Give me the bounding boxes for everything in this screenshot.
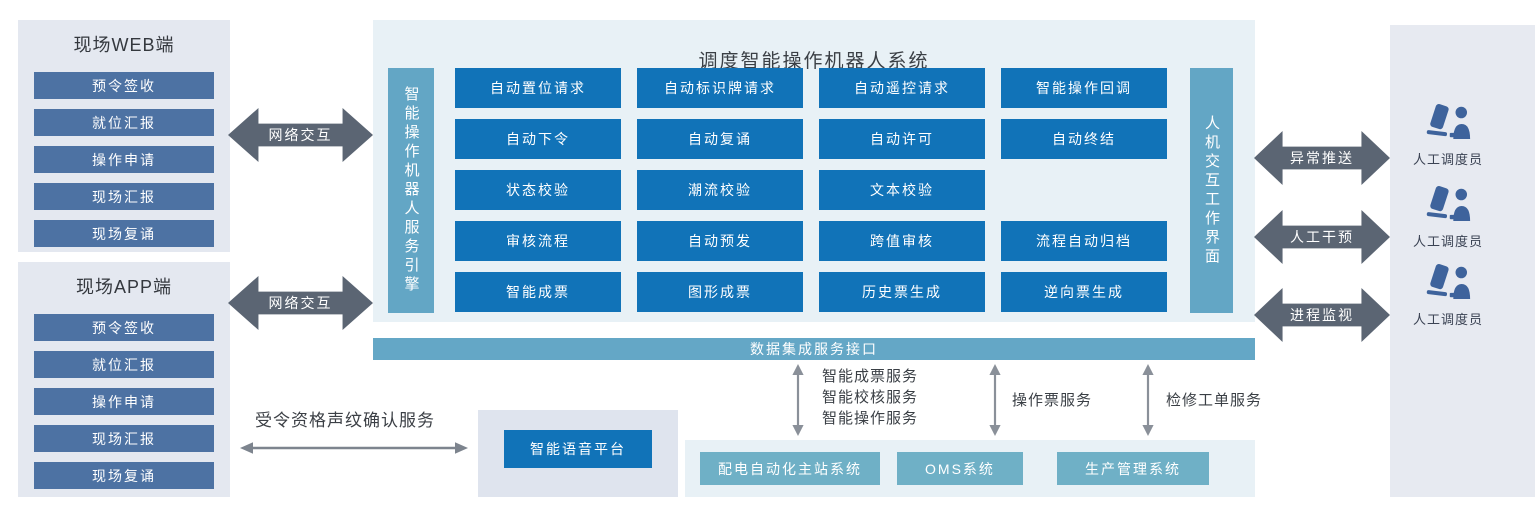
data-integration-bar: 数据集成服务接口: [373, 338, 1255, 360]
main-system-title: 调度智能操作机器人系统: [698, 51, 930, 72]
module-button: 文本校验: [819, 170, 985, 210]
field-web-item: 预令签收: [34, 72, 214, 99]
dispatcher-at-desk-icon: [1426, 263, 1471, 300]
field-web-item: 操作申请: [34, 146, 214, 173]
system-box: 配电自动化主站系统: [700, 452, 880, 485]
field-web-item: 现场复诵: [34, 220, 214, 247]
service-line: 智能操作服务: [822, 410, 919, 427]
external-systems-panel: 配电自动化主站系统 OMS系统 生产管理系统: [685, 440, 1255, 497]
module-button: 自动下令: [455, 119, 621, 159]
field-app-item: 现场复诵: [34, 462, 214, 489]
module-button: 历史票生成: [819, 272, 985, 312]
module-button: 逆向票生成: [1001, 272, 1167, 312]
system-box: OMS系统: [897, 452, 1023, 485]
module-button: 自动遥控请求: [819, 68, 985, 108]
network-arrow-web: 网络交互: [228, 108, 373, 162]
hmi-workspace-bar: 人机交互工作界面: [1190, 68, 1233, 313]
dispatcher-group: 人工调度员: [1393, 185, 1503, 250]
voice-platform-panel: 智能语音平台: [478, 410, 678, 497]
field-app-panel: 现场APP端 预令签收 就位汇报 操作申请 现场汇报 现场复诵: [18, 262, 230, 497]
field-web-panel: 现场WEB端 预令签收 就位汇报 操作申请 现场汇报 现场复诵: [18, 20, 230, 252]
module-button: 潮流校验: [637, 170, 803, 210]
process-monitor-arrow: 进程监视: [1254, 288, 1390, 342]
dispatcher-group: 人工调度员: [1393, 263, 1503, 328]
dispatcher-panel: [1390, 25, 1535, 497]
service-line: 智能成票服务: [822, 368, 919, 385]
module-button: 流程自动归档: [1001, 221, 1167, 261]
manual-intervention-label: 人工干预: [1290, 229, 1354, 245]
network-arrow-label: 网络交互: [268, 127, 333, 143]
field-app-title: 现场APP端: [75, 277, 173, 297]
field-app-item: 现场汇报: [34, 425, 214, 452]
voice-platform-box: 智能语音平台: [504, 430, 652, 468]
updown-arrow: [1142, 364, 1154, 436]
field-web-item: 现场汇报: [34, 183, 214, 210]
dispatcher-group: 人工调度员: [1393, 103, 1503, 168]
module-grid: 自动置位请求 自动标识牌请求 自动遥控请求 智能操作回调 自动下令 自动复诵 自…: [455, 68, 1167, 312]
dispatcher-label: 人工调度员: [1412, 234, 1483, 249]
voiceprint-service-label: 受令资格声纹确认服务: [255, 411, 435, 430]
exception-push-arrow: 异常推送: [1254, 131, 1390, 185]
module-button: 智能成票: [455, 272, 621, 312]
updown-arrow: [792, 364, 804, 436]
system-box: 生产管理系统: [1057, 452, 1209, 485]
updown-arrow: [989, 364, 1001, 436]
service-label-left: 智能成票服务 智能校核服务 智能操作服务: [822, 366, 918, 429]
service-label-right: 检修工单服务: [1166, 392, 1263, 409]
exception-push-label: 异常推送: [1290, 150, 1354, 166]
main-system-panel: 调度智能操作机器人系统 智能操作机器人服务引擎 自动置位请求 自动标识牌请求 自…: [373, 20, 1255, 322]
service-label-middle: 操作票服务: [1012, 392, 1093, 409]
empty-slot: [1001, 170, 1167, 210]
field-web-item: 就位汇报: [34, 109, 214, 136]
dispatcher-label: 人工调度员: [1412, 152, 1483, 167]
module-button: 审核流程: [455, 221, 621, 261]
dispatcher-at-desk-icon: [1426, 103, 1471, 140]
module-button: 自动许可: [819, 119, 985, 159]
leftright-arrow: [240, 442, 468, 454]
manual-intervention-arrow: 人工干预: [1254, 210, 1390, 264]
dispatcher-label: 人工调度员: [1412, 312, 1483, 327]
field-app-item: 操作申请: [34, 388, 214, 415]
module-button: 自动置位请求: [455, 68, 621, 108]
process-monitor-label: 进程监视: [1290, 307, 1354, 323]
field-web-title: 现场WEB端: [73, 35, 175, 55]
module-button: 自动预发: [637, 221, 803, 261]
module-button: 图形成票: [637, 272, 803, 312]
module-button: 自动标识牌请求: [637, 68, 803, 108]
module-button: 跨值审核: [819, 221, 985, 261]
network-arrow-label: 网络交互: [268, 295, 333, 311]
module-button: 自动终结: [1001, 119, 1167, 159]
service-engine-bar: 智能操作机器人服务引擎: [388, 68, 434, 313]
network-arrow-app: 网络交互: [228, 276, 373, 330]
module-button: 智能操作回调: [1001, 68, 1167, 108]
service-line: 智能校核服务: [822, 389, 919, 406]
module-button: 状态校验: [455, 170, 621, 210]
field-app-item: 预令签收: [34, 314, 214, 341]
dispatcher-at-desk-icon: [1426, 185, 1471, 222]
field-app-item: 就位汇报: [34, 351, 214, 378]
module-button: 自动复诵: [637, 119, 803, 159]
